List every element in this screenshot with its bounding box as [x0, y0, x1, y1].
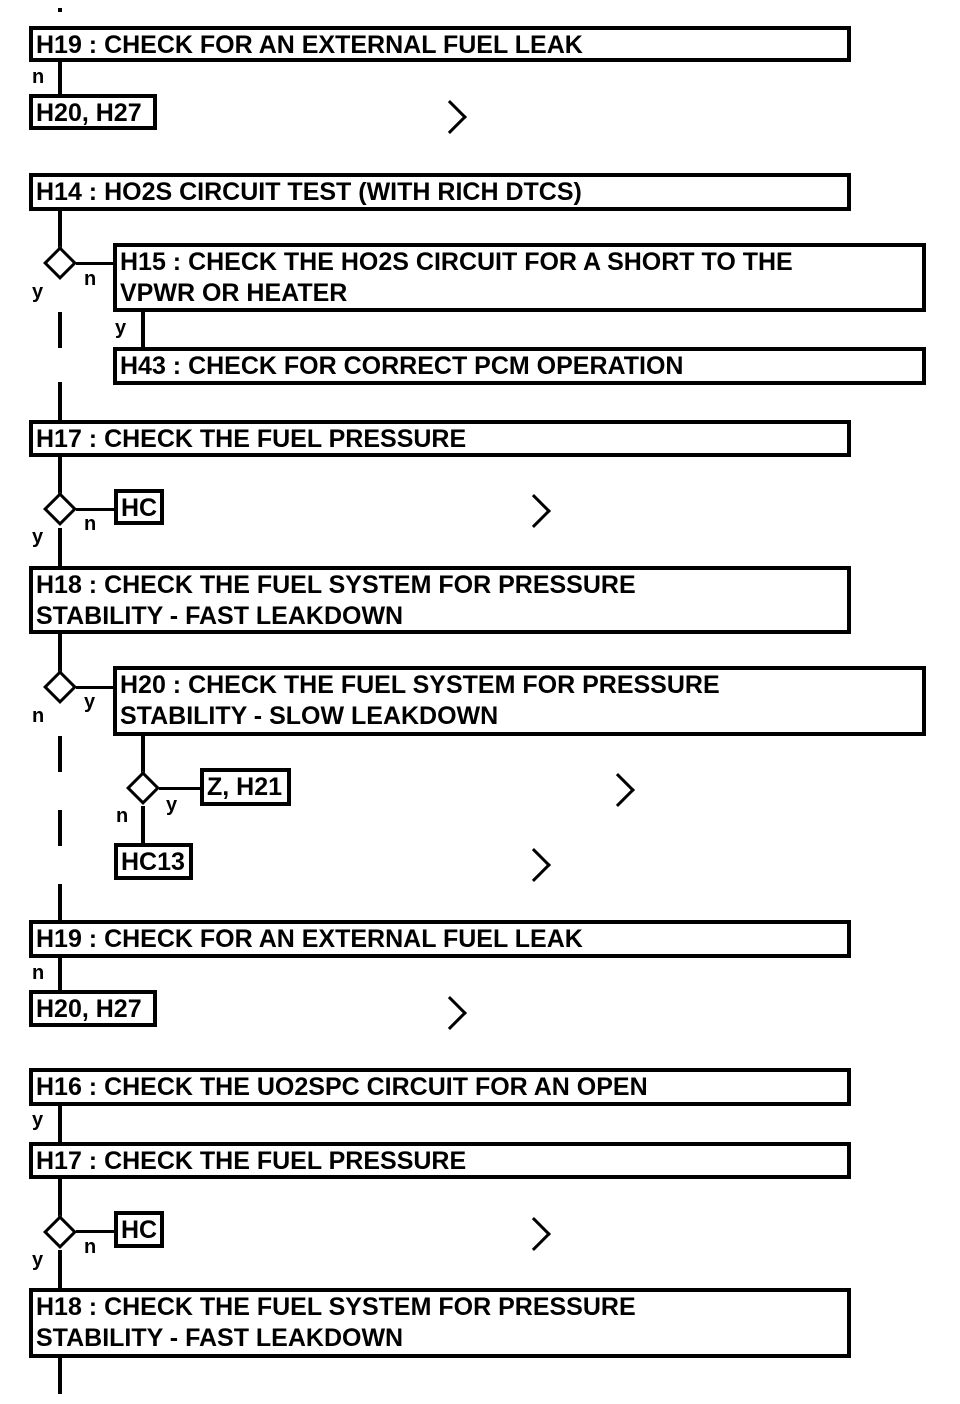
- continue-arrow-icon: [517, 848, 551, 882]
- connector: [58, 736, 62, 772]
- ref-box-h20-h27-top: H20, H27: [29, 94, 157, 130]
- decision-diamond: [43, 1215, 77, 1249]
- connector: [58, 312, 62, 348]
- step-h18-b: H18 : CHECK THE FUEL SYSTEM FOR PRESSURE…: [29, 1288, 851, 1358]
- connector: [76, 1230, 116, 1233]
- step-label: H18 : CHECK THE FUEL SYSTEM FOR PRESSURE: [36, 1293, 636, 1321]
- branch-label-y: y: [32, 1109, 44, 1131]
- step-label: H17 : CHECK THE FUEL PRESSURE: [36, 425, 467, 453]
- branch-label-y: y: [32, 281, 44, 303]
- decision-diamond: [43, 492, 77, 526]
- connector: [58, 382, 62, 422]
- step-label: H17 : CHECK THE FUEL PRESSURE: [36, 1147, 467, 1175]
- step-label: H15 : CHECK THE HO2S CIRCUIT FOR A SHORT…: [120, 248, 793, 276]
- step-label: H43 : CHECK FOR CORRECT PCM OPERATION: [120, 352, 684, 380]
- connector: [141, 312, 145, 348]
- connector: [76, 686, 116, 689]
- connector: [58, 1250, 62, 1290]
- ref-label: H20, H27: [36, 99, 142, 127]
- step-h17-b: H17 : CHECK THE FUEL PRESSURE: [29, 1142, 851, 1179]
- continue-arrow-icon: [433, 996, 467, 1030]
- connector: [58, 62, 62, 96]
- branch-label-n: n: [84, 513, 97, 535]
- step-label: H18 : CHECK THE FUEL SYSTEM FOR PRESSURE: [36, 571, 636, 599]
- ref-box-hc-a: HC: [114, 489, 164, 525]
- ref-label: HC13: [121, 848, 185, 876]
- step-h16: H16 : CHECK THE UO2SPC CIRCUIT FOR AN OP…: [29, 1068, 851, 1106]
- step-label: H16 : CHECK THE UO2SPC CIRCUIT FOR AN OP…: [36, 1073, 648, 1101]
- connector: [159, 787, 203, 790]
- branch-label-y: y: [32, 526, 44, 548]
- ref-box-hc-b: HC: [114, 1211, 164, 1248]
- connector: [58, 634, 62, 673]
- step-h20: H20 : CHECK THE FUEL SYSTEM FOR PRESSURE…: [113, 666, 926, 736]
- continue-arrow-icon: [601, 773, 635, 807]
- branch-label-y: y: [32, 1249, 44, 1271]
- decision-diamond: [43, 670, 77, 704]
- branch-label-n: n: [84, 268, 97, 290]
- step-h19-top: H19 : CHECK FOR AN EXTERNAL FUEL LEAK: [29, 26, 851, 62]
- step-label: H20 : CHECK THE FUEL SYSTEM FOR PRESSURE: [120, 671, 720, 699]
- connector: [76, 508, 116, 511]
- step-label: STABILITY - FAST LEAKDOWN: [36, 602, 404, 630]
- step-h17-a: H17 : CHECK THE FUEL PRESSURE: [29, 420, 851, 457]
- ref-label: H20, H27: [36, 995, 142, 1023]
- branch-label-n: n: [32, 66, 45, 88]
- continue-arrow-icon: [517, 494, 551, 528]
- step-label: H14 : HO2S CIRCUIT TEST (WITH RICH DTCS): [36, 178, 582, 206]
- ref-label: HC: [121, 1216, 158, 1244]
- branch-label-n: n: [32, 705, 45, 727]
- step-h43: H43 : CHECK FOR CORRECT PCM OPERATION: [113, 347, 926, 385]
- branch-label-n: n: [32, 962, 45, 984]
- step-label: STABILITY - SLOW LEAKDOWN: [120, 702, 499, 730]
- connector: [58, 8, 62, 12]
- connector: [141, 806, 145, 846]
- branch-label-y: y: [115, 317, 127, 339]
- continue-arrow-icon: [433, 100, 467, 134]
- connector: [58, 1358, 62, 1394]
- step-h14: H14 : HO2S CIRCUIT TEST (WITH RICH DTCS): [29, 173, 851, 211]
- ref-label: HC: [121, 494, 158, 522]
- connector: [58, 1106, 62, 1142]
- step-label: STABILITY - FAST LEAKDOWN: [36, 1324, 404, 1352]
- step-h18-a: H18 : CHECK THE FUEL SYSTEM FOR PRESSURE…: [29, 566, 851, 634]
- branch-label-n: n: [84, 1236, 97, 1258]
- decision-diamond: [126, 771, 160, 805]
- connector: [58, 810, 62, 846]
- step-label: VPWR OR HEATER: [120, 279, 348, 307]
- connector: [58, 884, 62, 922]
- connector: [76, 262, 115, 265]
- ref-box-z-h21: Z, H21: [200, 768, 291, 806]
- step-h19-b: H19 : CHECK FOR AN EXTERNAL FUEL LEAK: [29, 920, 851, 958]
- decision-diamond: [43, 246, 77, 280]
- connector: [141, 736, 145, 774]
- connector: [58, 958, 62, 992]
- step-label: H19 : CHECK FOR AN EXTERNAL FUEL LEAK: [36, 31, 583, 59]
- ref-box-hc13: HC13: [114, 843, 193, 880]
- connector: [58, 528, 62, 568]
- ref-box-h20-h27-b: H20, H27: [29, 990, 157, 1027]
- branch-label-y: y: [84, 691, 96, 713]
- step-h15: H15 : CHECK THE HO2S CIRCUIT FOR A SHORT…: [113, 243, 926, 312]
- step-label: H19 : CHECK FOR AN EXTERNAL FUEL LEAK: [36, 925, 583, 953]
- ref-label: Z, H21: [207, 773, 283, 801]
- branch-label-y: y: [166, 794, 178, 816]
- connector: [58, 457, 62, 497]
- continue-arrow-icon: [517, 1217, 551, 1251]
- connector: [58, 211, 62, 253]
- connector: [58, 1179, 62, 1219]
- branch-label-n: n: [116, 805, 129, 827]
